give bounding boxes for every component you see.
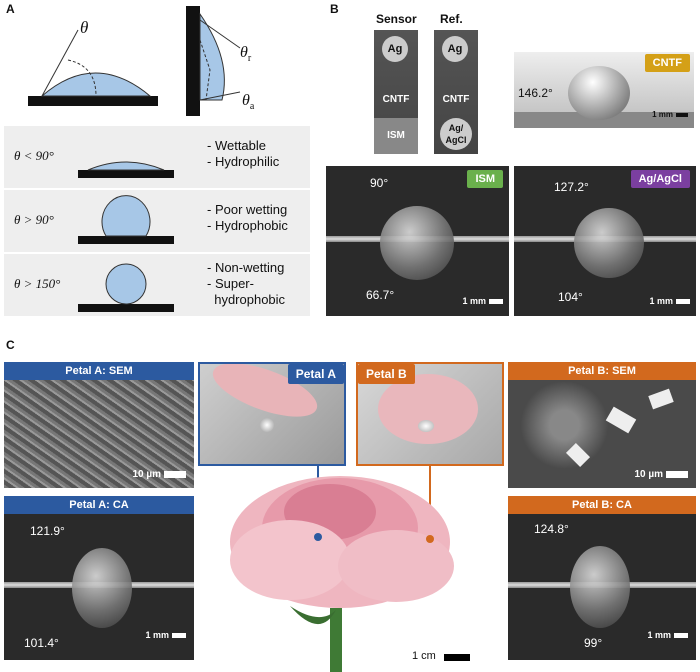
reference-electrode: Ag CNTF Ag/ AgCl [434, 30, 478, 154]
petal-b-tag: Petal B [358, 364, 415, 384]
scale-bar: 1 mm [647, 630, 688, 640]
vertical-substrate [186, 6, 200, 116]
petal-b-closeup: Petal B [356, 362, 504, 466]
petal-b-sem-image: Petal B: SEM 10 µm [508, 362, 696, 488]
theta-r-label: θr [240, 44, 252, 65]
angle-top-value: 90° [370, 176, 389, 190]
contact-angle-value: 146.2° [518, 86, 553, 100]
cntf-label: CNTF [382, 94, 410, 105]
angle-bottom-value: 104° [558, 290, 583, 304]
ism-contact-angle-photo: ISM 90° 66.7° 1 mm [326, 166, 509, 316]
agcl-tag: Ag/AgCl [630, 170, 690, 188]
angle-bottom-value: 66.7° [366, 288, 395, 302]
wetting-row-superhydrophobic: θ > 150° - Non-wetting - Super- hydropho… [4, 254, 310, 316]
angle-bottom-value: 101.4° [24, 636, 59, 650]
substrate [28, 96, 158, 106]
scale-bar: 10 µm [634, 469, 688, 480]
wetting-row-hydrophilic: θ < 90° - Wettable - Hydrophilic [4, 126, 310, 188]
cntf-contact-angle-photo: CNTF 146.2° 1 mm [514, 52, 694, 128]
scale-bar: 1 mm [462, 296, 503, 306]
scale-bar: 10 µm [132, 469, 186, 480]
tangent-line [41, 29, 79, 97]
scale-bar: 1 mm [145, 630, 186, 640]
condition-description: - Poor wetting - Hydrophobic [207, 202, 288, 233]
theta-label: θ [80, 18, 89, 37]
droplet [40, 72, 152, 97]
cntf-label: CNTF [442, 94, 470, 105]
cntf-tag: CNTF [644, 54, 690, 72]
angle-top-value: 121.9° [30, 524, 65, 538]
petal-a-sem-image: Petal A: SEM 10 µm [4, 362, 194, 488]
receding-tangent [199, 19, 241, 49]
rose-scale-label: 1 cm [412, 650, 436, 662]
agcl-contact-angle-photo: Ag/AgCl 127.2° 104° 1 mm [514, 166, 696, 316]
condition-text: θ < 90° [14, 148, 54, 163]
angle-top-value: 127.2° [554, 180, 589, 194]
contact-line [199, 39, 211, 101]
ag-pad: Ag [382, 36, 408, 62]
ism-section: ISM [374, 118, 418, 154]
condition-text: θ > 90° [14, 212, 54, 227]
theta-a-label: θa [242, 92, 255, 113]
petal-b-sem-title: Petal B: SEM [508, 362, 696, 380]
sliding-droplet [199, 12, 225, 101]
petal-b-ca-image: Petal B: CA 124.8° 99° 1 mm [508, 496, 696, 660]
petal-b-ca-title: Petal B: CA [508, 496, 696, 514]
agcl-pad: Ag/ AgCl [440, 118, 472, 150]
condition-description: - Wettable - Hydrophilic [207, 138, 280, 169]
condition-description: - Non-wetting - Super- hydrophobic [207, 260, 286, 307]
condition-text: θ > 150° [14, 276, 61, 291]
panel-label-c: C [6, 338, 15, 352]
sensor-label: Sensor [376, 12, 417, 26]
petal-a-closeup: Petal A [198, 362, 346, 466]
angle-arc [67, 59, 97, 97]
wetting-row-hydrophobic: θ > 90° - Poor wetting - Hydrophobic [4, 190, 310, 252]
petal-a-ca-title: Petal A: CA [4, 496, 194, 514]
panel-label-a: A [6, 2, 15, 16]
panel-label-b: B [330, 2, 339, 16]
ref-label: Ref. [440, 12, 463, 26]
scale-bar: 1 mm [649, 296, 690, 306]
wetting-diagram [28, 6, 241, 116]
angle-bottom-value: 99° [584, 636, 603, 650]
petal-a-sem-title: Petal A: SEM [4, 362, 194, 380]
petal-a-ca-image: Petal A: CA 121.9° 101.4° 1 mm [4, 496, 194, 660]
sensor-electrode: Ag CNTF ISM [374, 30, 418, 154]
ag-pad: Ag [442, 36, 468, 62]
scale-bar: 1 mm [652, 110, 688, 119]
angle-top-value: 124.8° [534, 522, 569, 536]
petal-a-tag: Petal A [287, 364, 344, 384]
ism-tag: ISM [467, 170, 503, 188]
